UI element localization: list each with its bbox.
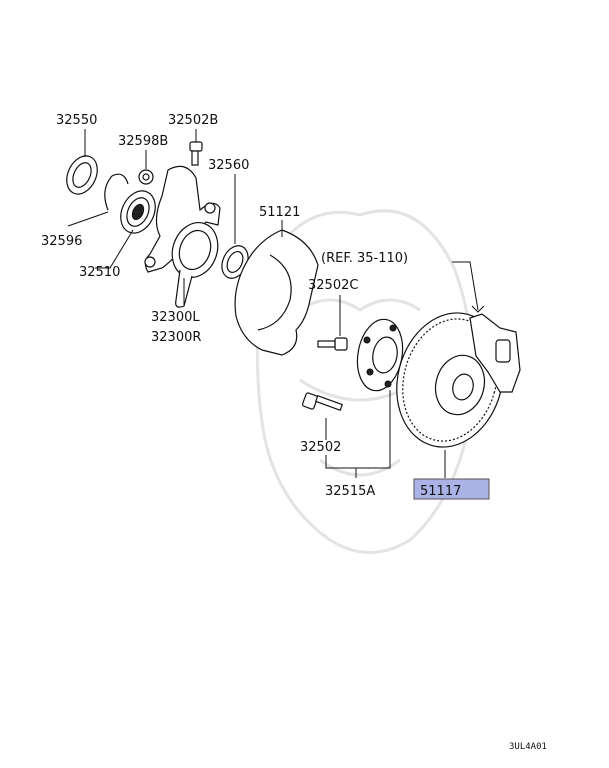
label-51121: 51121 [259,205,300,220]
hub-bolt-32502[interactable] [301,392,344,412]
highlighted-part-51117[interactable]: 51117 [413,478,490,500]
label-32502C: 32502C [308,278,358,293]
label-32596: 32596 [41,234,82,249]
label-32300L: 32300L [151,310,200,325]
bolt-32502C[interactable] [317,337,348,351]
bearing-32510[interactable] [114,185,162,238]
dust-shield-51121[interactable] [234,229,319,356]
label-32510: 32510 [79,265,120,280]
seal-32560[interactable] [217,242,253,283]
label-32598B: 32598B [118,134,168,149]
seal-32550[interactable] [61,151,103,199]
label-ref-35-110: (REF. 35-110) [321,251,408,266]
bolt-32502B[interactable] [189,141,203,166]
brake-caliper-reference [469,313,521,393]
diagram-code: 3UL4A01 [509,742,547,752]
steering-knuckle-32300[interactable] [144,165,225,308]
label-32502B: 32502B [168,113,218,128]
label-32300R: 32300R [151,330,201,345]
snap-ring-32596[interactable] [104,173,129,211]
label-32550: 32550 [56,113,97,128]
label-32560: 32560 [208,158,249,173]
label-51117: 51117 [420,484,461,499]
label-32502: 32502 [300,440,341,455]
label-32515A: 32515A [325,484,375,499]
nut-32598B[interactable] [138,169,154,185]
